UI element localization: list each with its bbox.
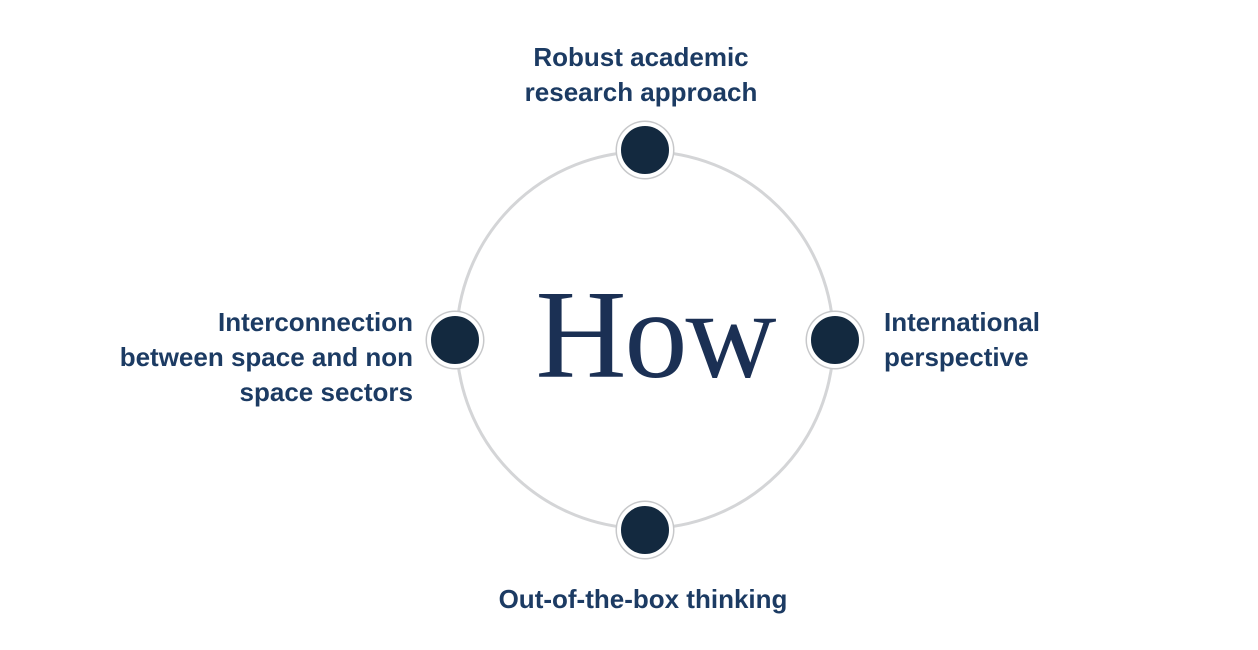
- center-word-container: How: [455, 150, 835, 530]
- node-dot-top: [617, 122, 673, 178]
- label-top-line-2: research approach: [524, 77, 758, 107]
- label-left-line-1: Interconnection: [217, 307, 413, 337]
- label-left: Interconnection between space and non sp…: [120, 305, 413, 410]
- label-top: Robust academic research approach: [525, 40, 758, 110]
- node-dot-bottom: [617, 502, 673, 558]
- node-dot-right: [807, 312, 863, 368]
- label-bottom: Out-of-the-box thinking: [499, 582, 788, 617]
- label-left-line-3: space sectors: [239, 377, 413, 407]
- label-right-line-2: perspective: [884, 342, 1029, 372]
- label-left-line-2: between space and non: [119, 342, 413, 372]
- label-bottom-line-1: Out-of-the-box thinking: [498, 584, 788, 614]
- label-right: International perspective: [884, 305, 1040, 375]
- center-word: How: [535, 266, 777, 405]
- node-dot-left: [427, 312, 483, 368]
- label-top-line-1: Robust academic: [533, 42, 749, 72]
- label-right-line-1: International: [884, 307, 1041, 337]
